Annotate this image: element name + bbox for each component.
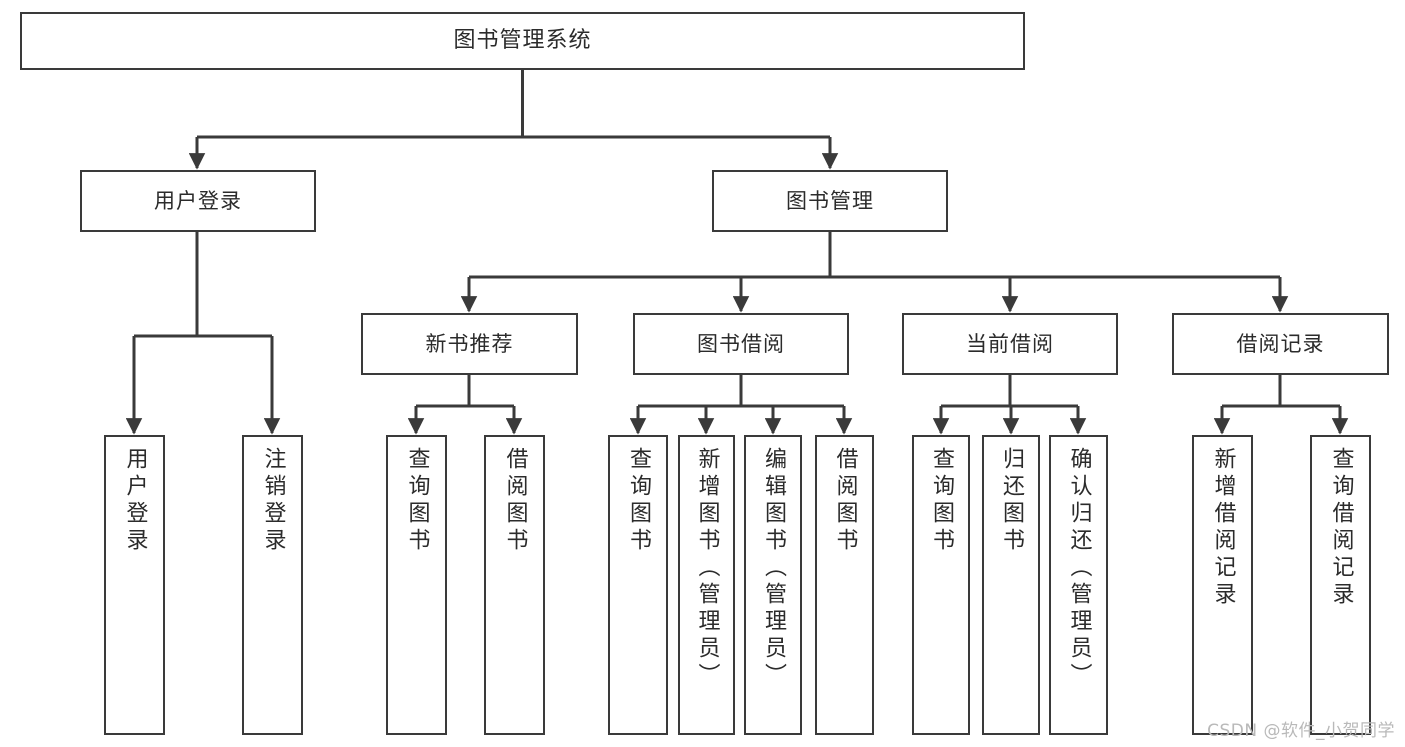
node-label: 借阅记录 bbox=[1236, 331, 1325, 356]
node-label: 查询图书 bbox=[404, 447, 430, 555]
node-label: 新增图书（管理员） bbox=[694, 447, 720, 690]
node-leaf-query-book-cb[interactable]: 查询图书 bbox=[912, 435, 970, 735]
node-label: 图书借阅 bbox=[697, 331, 785, 356]
node-label: 当前借阅 bbox=[966, 331, 1054, 356]
node-new-book-rec[interactable]: 新书推荐 bbox=[361, 313, 578, 375]
node-label: 用户登录 bbox=[154, 188, 242, 213]
node-label: 借阅图书 bbox=[502, 447, 528, 555]
node-root-system[interactable]: 图书管理系统 bbox=[20, 12, 1025, 70]
node-label: 查询借阅记录 bbox=[1328, 447, 1354, 609]
node-borrow-record[interactable]: 借阅记录 bbox=[1172, 313, 1389, 375]
node-current-borrow[interactable]: 当前借阅 bbox=[902, 313, 1118, 375]
csdn-watermark: CSDN @软件_小贺同学 bbox=[1207, 721, 1395, 741]
node-label: 借阅图书 bbox=[832, 447, 858, 555]
node-leaf-logout[interactable]: 注销登录 bbox=[242, 435, 303, 735]
node-label: 编辑图书（管理员） bbox=[761, 447, 786, 690]
node-book-manage[interactable]: 图书管理 bbox=[712, 170, 948, 232]
node-leaf-confirm-return[interactable]: 确认归还（管理员） bbox=[1049, 435, 1108, 735]
node-leaf-add-book[interactable]: 新增图书（管理员） bbox=[678, 435, 735, 735]
node-label: 新书推荐 bbox=[425, 331, 514, 356]
node-label: 查询图书 bbox=[626, 447, 651, 555]
node-label: 图书管理 bbox=[786, 188, 874, 213]
node-leaf-query-record[interactable]: 查询借阅记录 bbox=[1310, 435, 1371, 735]
node-leaf-query-book-rec[interactable]: 查询图书 bbox=[386, 435, 447, 735]
node-label: 注销登录 bbox=[260, 447, 286, 555]
node-user-login[interactable]: 用户登录 bbox=[80, 170, 316, 232]
node-leaf-borrow-book-rec[interactable]: 借阅图书 bbox=[484, 435, 545, 735]
node-label: 归还图书 bbox=[999, 447, 1024, 555]
node-leaf-edit-book[interactable]: 编辑图书（管理员） bbox=[744, 435, 802, 735]
node-leaf-return-book[interactable]: 归还图书 bbox=[982, 435, 1040, 735]
node-label: 用户登录 bbox=[122, 447, 148, 555]
node-book-borrow[interactable]: 图书借阅 bbox=[633, 313, 849, 375]
node-label: 新增借阅记录 bbox=[1210, 447, 1236, 609]
node-label: 确认归还（管理员） bbox=[1066, 447, 1092, 690]
node-leaf-borrow-book-br[interactable]: 借阅图书 bbox=[815, 435, 874, 735]
node-leaf-user-login[interactable]: 用户登录 bbox=[104, 435, 165, 735]
node-leaf-add-record[interactable]: 新增借阅记录 bbox=[1192, 435, 1253, 735]
node-leaf-query-book-br[interactable]: 查询图书 bbox=[608, 435, 668, 735]
node-label: 查询图书 bbox=[929, 447, 954, 555]
node-label: 图书管理系统 bbox=[453, 28, 592, 54]
